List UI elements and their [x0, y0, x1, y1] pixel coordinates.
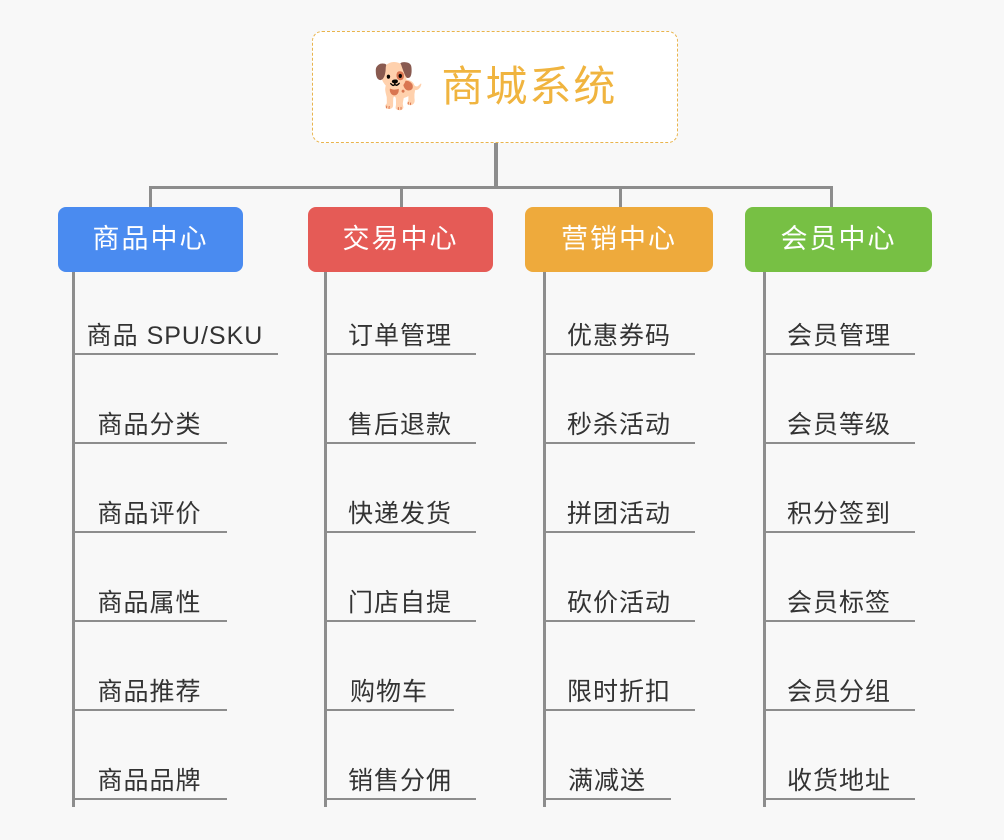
leaf-item[interactable]: 订单管理 — [324, 307, 476, 355]
leaf-item-label: 门店自提 — [347, 588, 452, 617]
leaf-item-label: 商品品牌 — [97, 766, 202, 795]
leaf-item-label: 收货地址 — [786, 766, 891, 795]
leaf-item[interactable]: 秒杀活动 — [543, 396, 695, 444]
branch-header-member-center[interactable]: 会员中心 — [745, 207, 932, 272]
leaf-item-label: 快递发货 — [347, 499, 452, 528]
connector-drop-member-center — [830, 186, 833, 208]
leaf-item[interactable]: 商品品牌 — [72, 752, 227, 800]
branch-spine-trade-center — [324, 272, 327, 807]
leaf-item-label: 积分签到 — [786, 499, 891, 528]
leaf-item-label: 销售分佣 — [347, 766, 452, 795]
leaf-item-label: 会员标签 — [786, 588, 891, 617]
leaf-item[interactable]: 优惠券码 — [543, 307, 695, 355]
leaf-item-label: 优惠券码 — [566, 321, 671, 350]
root-node-mall-system[interactable]: 🐕 商城系统 — [312, 31, 678, 143]
branch-header-label: 商品中心 — [92, 224, 209, 254]
branch-spine-marketing-center — [543, 272, 546, 807]
leaf-item-label: 砍价活动 — [566, 588, 671, 617]
leaf-item-label: 会员分组 — [786, 677, 891, 706]
leaf-item-label: 会员管理 — [786, 321, 891, 350]
branch-header-label: 营销中心 — [561, 224, 677, 254]
leaf-item[interactable]: 快递发货 — [324, 485, 476, 533]
leaf-item[interactable]: 砍价活动 — [543, 574, 695, 622]
connector-horizontal-bus — [150, 186, 832, 189]
leaf-item[interactable]: 商品 SPU/SKU — [72, 307, 278, 355]
leaf-item[interactable]: 商品评价 — [72, 485, 227, 533]
leaf-item-label: 秒杀活动 — [566, 410, 671, 439]
leaf-item-label: 满减送 — [567, 766, 646, 795]
leaf-item[interactable]: 会员管理 — [763, 307, 915, 355]
leaf-item[interactable]: 满减送 — [543, 752, 671, 800]
leaf-item-label: 购物车 — [349, 677, 428, 706]
branch-spine-member-center — [763, 272, 766, 807]
leaf-item[interactable]: 积分签到 — [763, 485, 915, 533]
leaf-item[interactable]: 商品属性 — [72, 574, 227, 622]
branch-header-product-center[interactable]: 商品中心 — [58, 207, 243, 272]
branch-header-label: 交易中心 — [342, 224, 459, 254]
connector-drop-marketing-center — [619, 186, 622, 208]
leaf-item[interactable]: 拼团活动 — [543, 485, 695, 533]
leaf-item[interactable]: 限时折扣 — [543, 663, 695, 711]
leaf-item[interactable]: 会员分组 — [763, 663, 915, 711]
leaf-item-label: 商品 SPU/SKU — [86, 321, 264, 350]
leaf-item[interactable]: 会员等级 — [763, 396, 915, 444]
leaf-item-label: 商品分类 — [97, 410, 202, 439]
root-node-label: 商城系统 — [441, 63, 618, 110]
leaf-item-label: 商品推荐 — [97, 677, 202, 706]
leaf-item[interactable]: 会员标签 — [763, 574, 915, 622]
leaf-item[interactable]: 商品分类 — [72, 396, 227, 444]
shiba-dog-face-icon: 🐕 — [372, 62, 428, 111]
leaf-item[interactable]: 购物车 — [324, 663, 454, 711]
branch-header-trade-center[interactable]: 交易中心 — [308, 207, 493, 272]
leaf-item[interactable]: 商品推荐 — [72, 663, 227, 711]
connector-root-stem — [494, 143, 498, 189]
leaf-item-label: 拼团活动 — [566, 499, 671, 528]
leaf-item[interactable]: 销售分佣 — [324, 752, 476, 800]
leaf-item-label: 订单管理 — [347, 321, 452, 350]
leaf-item-label: 限时折扣 — [566, 677, 671, 706]
leaf-item-label: 商品属性 — [97, 588, 202, 617]
leaf-item[interactable]: 售后退款 — [324, 396, 476, 444]
leaf-item-label: 商品评价 — [97, 499, 202, 528]
branch-spine-product-center — [72, 272, 75, 807]
leaf-item[interactable]: 收货地址 — [763, 752, 915, 800]
branch-header-label: 会员中心 — [780, 224, 897, 254]
connector-drop-trade-center — [400, 186, 403, 208]
connector-drop-product-center — [149, 186, 152, 208]
leaf-item[interactable]: 门店自提 — [324, 574, 476, 622]
leaf-item-label: 售后退款 — [347, 410, 452, 439]
branch-header-marketing-center[interactable]: 营销中心 — [525, 207, 713, 272]
leaf-item-label: 会员等级 — [786, 410, 891, 439]
